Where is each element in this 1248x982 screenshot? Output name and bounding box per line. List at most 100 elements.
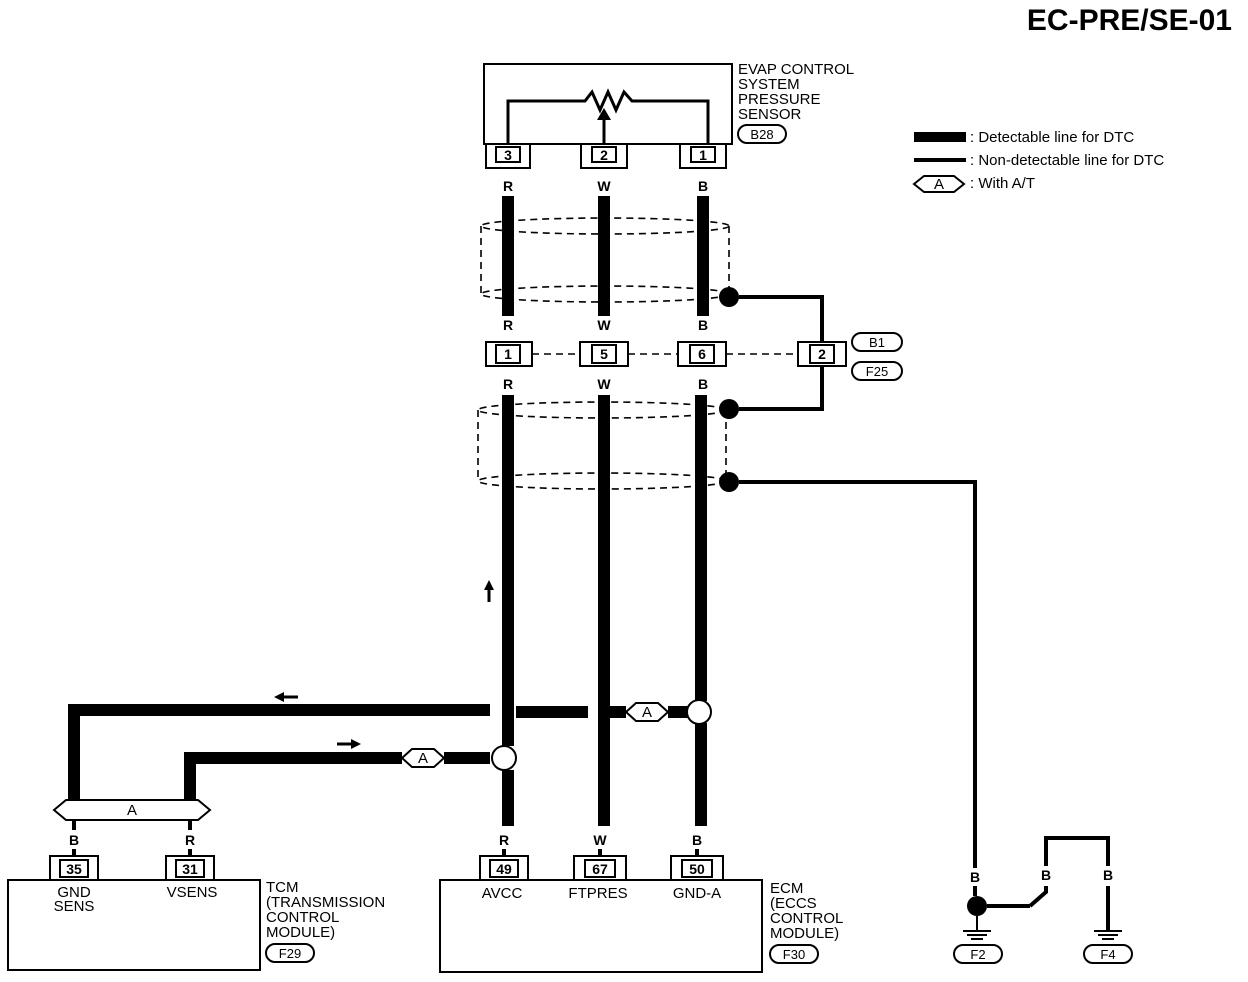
sensor-pin-3: 3 bbox=[504, 147, 512, 163]
ecm-connector-tag bbox=[769, 944, 819, 964]
junction-pin-2: 2 bbox=[818, 346, 826, 362]
wire-color-ecm-r: R bbox=[499, 832, 509, 848]
ecm-name-line-4: MODULE) bbox=[770, 925, 839, 942]
ecm-name-line-2: (ECCS bbox=[770, 895, 817, 912]
ecm-pin-50: 50 bbox=[689, 861, 705, 877]
tcm-pin-label-vsens: VSENS bbox=[167, 884, 218, 901]
wire-color-junction-bottom-b: B bbox=[698, 376, 708, 392]
tcm-body bbox=[7, 879, 261, 971]
tcm-module: 35 31 GND SENS VSENS TCM (TRANSMISSION C… bbox=[7, 855, 385, 971]
sensor-connector-id: B28 bbox=[750, 127, 773, 142]
legend-detectable-text: : Detectable line for DTC bbox=[970, 129, 1134, 146]
legend-option-tag: A bbox=[934, 176, 944, 193]
wire-color-junction-top-r: R bbox=[503, 317, 513, 333]
sensor-connector-tag bbox=[737, 124, 787, 144]
shield-splice-lower bbox=[719, 472, 739, 492]
sensor-pins: 3 2 1 bbox=[485, 143, 727, 169]
splice-open-b bbox=[686, 699, 712, 725]
option-tag-2-shape bbox=[400, 748, 446, 768]
sensor-pin-2-box bbox=[591, 146, 617, 163]
option-tag-3-shape bbox=[52, 799, 212, 821]
junction-pin-6: 6 bbox=[698, 346, 706, 362]
legend-non-detectable-text: : Non-detectable line for DTC bbox=[970, 152, 1164, 169]
sensor-pin-2: 2 bbox=[600, 147, 608, 163]
junction-connector-f25: F25 bbox=[866, 364, 888, 379]
sensor-pin-1: 1 bbox=[699, 147, 707, 163]
arrow-up-icon bbox=[484, 580, 494, 590]
wire-color-ground-1: B bbox=[970, 869, 980, 885]
option-tag-1: A bbox=[642, 704, 652, 721]
tcm-pin-35: 35 bbox=[66, 861, 82, 877]
wire-color-ecm-b: B bbox=[692, 832, 702, 848]
sensor-name-line-1: EVAP CONTROL bbox=[738, 61, 854, 78]
tcm-name-line-2: (TRANSMISSION bbox=[266, 894, 385, 911]
shield-splice-middle bbox=[719, 399, 739, 419]
tcm-name-line-4: MODULE) bbox=[266, 924, 335, 941]
wire-color-tcm-b: B bbox=[69, 832, 79, 848]
ground-section: B B B F2 F4 bbox=[953, 836, 1133, 964]
lower-shield bbox=[477, 366, 977, 868]
wire-color-sensor-r: R bbox=[503, 178, 513, 194]
sensor-name-line-3: PRESSURE bbox=[738, 91, 821, 108]
wire-color-ground-2: B bbox=[1041, 867, 1051, 883]
tcm-name-line-1: TCM bbox=[266, 879, 299, 896]
wire-color-junction-top-w: W bbox=[597, 317, 611, 333]
sensor-name-line-2: SYSTEM bbox=[738, 76, 800, 93]
ground-connector-f4: F4 bbox=[1100, 947, 1115, 962]
wire-tcm-gnd-sens bbox=[68, 704, 490, 802]
ecm-connector-id: F30 bbox=[783, 947, 805, 962]
sensor-body bbox=[483, 63, 733, 145]
ground-connector-tag-f4 bbox=[1083, 944, 1133, 964]
upper-shield bbox=[480, 217, 824, 345]
ground-splice bbox=[967, 896, 987, 916]
ecm-pin-49: 49 bbox=[496, 861, 512, 877]
ground-icon-f4 bbox=[1094, 930, 1122, 940]
option-tag-3: A bbox=[127, 802, 137, 819]
tcm-pin-label-sens: SENS bbox=[54, 898, 95, 915]
legend-option-text: : With A/T bbox=[970, 175, 1035, 192]
ecm-pin-label-ftpres: FTPRES bbox=[568, 885, 627, 902]
wire-color-junction-top-b: B bbox=[698, 317, 708, 333]
legend-option-tag-shape bbox=[912, 175, 966, 193]
junction-connector-tag-b1 bbox=[851, 332, 903, 352]
evap-pressure-sensor: EVAP CONTROL SYSTEM PRESSURE SENSOR B28 bbox=[483, 61, 854, 146]
wiper-arrow-icon bbox=[597, 108, 611, 120]
shield-splice-upper bbox=[719, 287, 739, 307]
wire-color-ground-3: B bbox=[1103, 867, 1113, 883]
legend: : Detectable line for DTC : Non-detectab… bbox=[912, 129, 1164, 193]
tcm-pin-label-gnd: GND bbox=[57, 884, 91, 901]
sensor-pin-3-box bbox=[495, 146, 521, 163]
arrow-right-icon bbox=[351, 739, 361, 749]
wire-color-sensor-w: W bbox=[597, 178, 611, 194]
resistor-symbol bbox=[506, 88, 710, 146]
shield-drain-upper bbox=[739, 295, 824, 345]
shield-drain-middle bbox=[739, 366, 824, 411]
option-tag-2: A bbox=[418, 750, 428, 767]
tcm-connector-tag bbox=[265, 943, 315, 963]
junction-connector-b1: B1 bbox=[869, 335, 885, 350]
wire-color-tcm-r: R bbox=[185, 832, 195, 848]
tcm-pin-31: 31 bbox=[182, 861, 198, 877]
signal-arrows bbox=[274, 580, 494, 749]
ground-icon-f2 bbox=[963, 930, 991, 940]
option-tag-1-shape bbox=[624, 702, 670, 722]
arrow-left-icon bbox=[274, 692, 284, 702]
page-id: EC-PRE/SE-01 bbox=[1027, 4, 1232, 37]
ecm-pin-67: 67 bbox=[592, 861, 608, 877]
wire-color-junction-bottom-r: R bbox=[503, 376, 513, 392]
sensor-pin-1-box bbox=[690, 146, 716, 163]
ecm-pin-label-gnd-a: GND-A bbox=[673, 885, 721, 902]
wire-color-junction-bottom-w: W bbox=[597, 376, 611, 392]
junction-connector: 1 5 6 2 B1 F25 bbox=[485, 332, 903, 381]
junction-connector-tag-f25 bbox=[851, 361, 903, 381]
wire-color-sensor-b: B bbox=[698, 178, 708, 194]
splice-open-r bbox=[491, 745, 517, 771]
tcm-name-line-3: CONTROL bbox=[266, 909, 339, 926]
sensor-name-line-4: SENSOR bbox=[738, 106, 802, 123]
tcm-connector-id: F29 bbox=[279, 946, 301, 961]
junction-pin-5: 5 bbox=[600, 346, 608, 362]
ecm-name-line-1: ECM bbox=[770, 880, 803, 897]
wire-color-ecm-w: W bbox=[593, 832, 607, 848]
ecm-module: 49 67 50 AVCC FTPRES GND-A ECM (ECCS CON… bbox=[439, 855, 843, 973]
